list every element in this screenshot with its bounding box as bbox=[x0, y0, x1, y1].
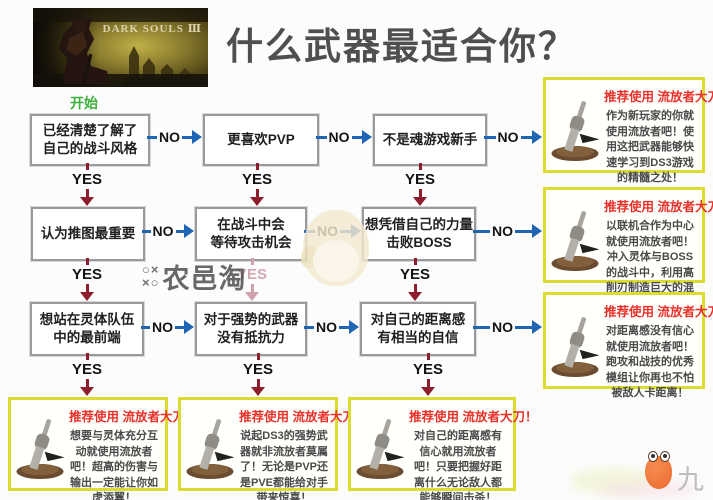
knight-silhouette bbox=[59, 11, 109, 84]
recommendation-title: 推荐使用 流放者大刀！ bbox=[409, 410, 538, 424]
no-arrow-r1c3: NO bbox=[484, 128, 542, 146]
dark-souls-banner: DARK SOULS Ⅲ bbox=[33, 8, 208, 87]
shop-watermark-mark: ○× ×○ bbox=[142, 262, 160, 290]
greatsword-icon bbox=[551, 211, 600, 272]
jiuyou-logo-text: 九游 bbox=[677, 465, 704, 495]
no-arrow-r3c3: NO bbox=[473, 318, 542, 336]
recommendation-title: 推荐使用 流放者大刀！ bbox=[604, 305, 713, 319]
no-arrow-r2c1: NO bbox=[142, 222, 194, 240]
arrow-head-icon bbox=[80, 292, 94, 301]
recommendation-bottom-2: 推荐使用 流放者大刀！ 说起DS3的强势武器就非流放者莫属了！无论是PVP还是P… bbox=[178, 397, 368, 500]
jiuyou-mascot-icon bbox=[645, 451, 672, 489]
no-label: NO bbox=[492, 319, 513, 335]
yes-arrow-c2r2-faded: YES bbox=[230, 258, 274, 301]
start-label: 开始 bbox=[70, 95, 98, 111]
arrow-head-icon bbox=[184, 224, 194, 238]
recommendation-title: 推荐使用 流放者大刀！ bbox=[69, 410, 198, 424]
arrow-head-icon bbox=[532, 320, 542, 334]
penguin-mascot-watermark bbox=[297, 210, 369, 286]
no-arrow-r1c2: NO bbox=[316, 128, 372, 146]
yes-label: YES bbox=[399, 266, 430, 283]
arrow-head-icon bbox=[532, 224, 542, 238]
question-confident-spacing: 对自己的距离感 有相当的自信 bbox=[360, 302, 476, 356]
recommendation-title: 推荐使用 流放者大刀！ bbox=[604, 200, 713, 214]
no-label: NO bbox=[328, 129, 350, 145]
arrow-head-icon bbox=[413, 197, 427, 206]
recommendation-title: 推荐使用 流放者大刀！ bbox=[604, 90, 713, 104]
no-label: NO bbox=[497, 129, 519, 145]
yes-arrow-c1r1: YES bbox=[65, 163, 109, 206]
question-not-souls-newbie: 不是魂游戏新手 bbox=[373, 114, 487, 166]
banner-art bbox=[33, 8, 208, 87]
arrow-head-icon bbox=[362, 130, 372, 144]
question-wait-attack-chance: 在战斗中会 等待攻击机会 bbox=[195, 207, 307, 261]
yes-label: YES bbox=[71, 361, 102, 378]
page-title: 什么武器最适合你？ bbox=[226, 26, 577, 67]
arrow-head-icon bbox=[349, 320, 359, 334]
recommendation-right-2: 推荐使用 流放者大刀！ 以联机合作为中心就使用流放者吧！冲入灵体与BOSS的战斗… bbox=[543, 187, 713, 310]
question-beat-boss-own-power: 想凭借自己的力量 击败BOSS bbox=[362, 207, 476, 261]
no-arrow-r3c2: NO bbox=[304, 318, 359, 336]
yes-label: YES bbox=[71, 171, 102, 188]
recommendation-body: 说起DS3的强势武器就非流放者莫属了！无论是PVP还是PVE都能给对手带来惊喜！ bbox=[239, 430, 328, 500]
recommendation-bottom-1: 推荐使用 流放者大刀！ 想要与灵体充分互动就使用流放者吧！超高的伤害与输出一定能… bbox=[8, 397, 198, 500]
question-map-progress-important: 认为推图最重要 bbox=[31, 207, 145, 261]
question-front-of-phantom-team: 想站在灵体队伍 中的最前端 bbox=[30, 302, 144, 356]
yes-label: YES bbox=[241, 171, 272, 188]
no-label: NO bbox=[152, 319, 173, 335]
banner-game-title: DARK SOULS Ⅲ bbox=[102, 23, 202, 35]
yes-arrow-c1r3: YES bbox=[65, 353, 109, 396]
question-no-resistance-strong-weapons: 对于强势的武器 没有抵抗力 bbox=[195, 302, 307, 356]
shop-watermark: ○× ×○ 农邑淘 bbox=[142, 257, 246, 296]
yes-label: YES bbox=[236, 266, 267, 283]
recommendation-right-1: 推荐使用 流放者大刀！ 作为新玩家的你就使用流放者吧！使用这把武器能够快速学习到… bbox=[543, 77, 713, 184]
arrow-head-icon bbox=[184, 320, 194, 334]
no-label: NO bbox=[492, 223, 513, 239]
yes-arrow-c3r3: YES bbox=[406, 353, 450, 396]
greatsword-icon bbox=[186, 419, 235, 480]
no-label: NO bbox=[152, 223, 174, 239]
shop-watermark-name: 农邑淘 bbox=[162, 264, 247, 294]
arrow-head-icon bbox=[421, 387, 435, 396]
yes-arrow-c1r2: YES bbox=[65, 258, 109, 301]
yes-arrow-c2r1: YES bbox=[235, 163, 279, 206]
arrow-head-icon bbox=[80, 387, 94, 396]
recommendation-right-3: 推荐使用 流放者大刀！ 对距离感没有信心就使用流放者吧！跑攻和战技的优秀模组让你… bbox=[543, 292, 713, 399]
yes-arrow-c2r3: YES bbox=[236, 353, 280, 396]
yes-label: YES bbox=[242, 361, 273, 378]
yes-label: YES bbox=[404, 171, 435, 188]
recommendation-body: 作为新玩家的你就使用流放者吧！使用这把武器能够快速学习到DS3游戏的精髓之处！ bbox=[606, 110, 694, 185]
recommendation-bottom-3: 推荐使用 流放者大刀！ 对自己的距离感有信心就用流放者吧！只要把握好距离什么无论… bbox=[348, 397, 538, 500]
arrow-head-icon bbox=[192, 130, 202, 144]
arrow-head-icon bbox=[532, 130, 542, 144]
recommendation-title: 推荐使用 流放者大刀！ bbox=[239, 410, 368, 424]
arrow-head-icon bbox=[245, 292, 259, 301]
yes-arrow-c3r2: YES bbox=[393, 258, 437, 301]
arrow-head-icon bbox=[408, 292, 422, 301]
greatsword-icon bbox=[551, 317, 600, 378]
greatsword-icon bbox=[356, 419, 405, 480]
arrow-head-icon bbox=[80, 197, 94, 206]
greatsword-icon bbox=[16, 419, 65, 480]
no-arrow-r2c3: NO bbox=[473, 222, 542, 240]
yes-label: YES bbox=[71, 266, 102, 283]
no-label: NO bbox=[316, 319, 337, 335]
arrow-head-icon bbox=[251, 387, 265, 396]
no-arrow-r3c1: NO bbox=[141, 318, 194, 336]
color-blob bbox=[598, 480, 698, 498]
greatsword-icon bbox=[551, 101, 600, 162]
recommendation-body: 对自己的距离感有信心就用流放者吧！只要把握好距离什么无论敌人都能够瞬间击杀！ bbox=[414, 430, 502, 500]
no-label: NO bbox=[159, 129, 180, 145]
question-prefer-pvp: 更喜欢PVP bbox=[203, 114, 319, 166]
yes-arrow-c3r1: YES bbox=[398, 163, 442, 206]
question-know-fighting-style: 已经清楚了解了 自己的战斗风格 bbox=[30, 114, 150, 166]
recommendation-body: 对距离感没有信心就使用流放者吧！跑攻和战技的优秀模组让你再也不怕被敌人卡距离！ bbox=[606, 325, 694, 400]
arrow-head-icon bbox=[250, 197, 264, 206]
no-arrow-r1c1: NO bbox=[147, 128, 202, 146]
recommendation-body: 想要与灵体充分互动就使用流放者吧！超高的伤害与输出一定能让你如虎添翼！ bbox=[70, 430, 158, 500]
yes-label: YES bbox=[412, 361, 443, 378]
recommendation-body: 以联机合作为中心就使用流放者吧！冲入灵体与BOSS的战斗中，利用高削刃制造巨大的… bbox=[606, 220, 694, 310]
